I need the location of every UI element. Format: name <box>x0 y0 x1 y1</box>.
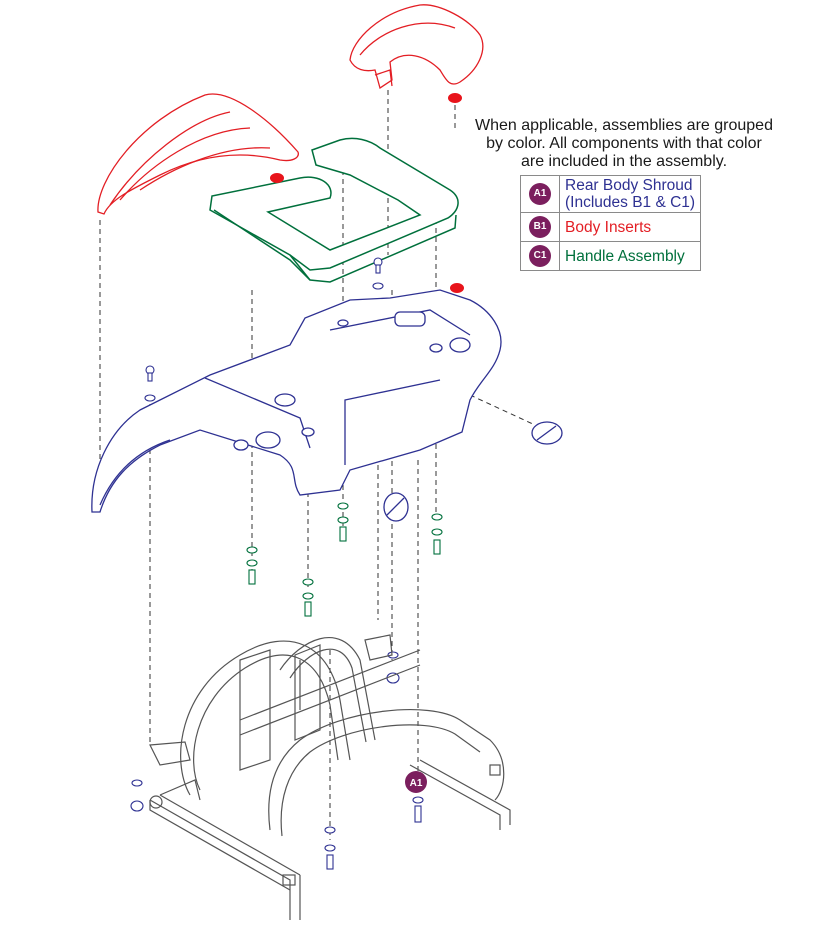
legend-label-line: (Includes B1 & C1) <box>565 194 696 211</box>
legend-badge-cell: B1 <box>520 212 560 242</box>
note-line: When applicable, assemblies are grouped <box>475 117 773 134</box>
shroud-fasteners <box>130 257 424 870</box>
assembly-legend: A1 Rear Body Shroud (Includes B1 & C1) B… <box>520 175 702 271</box>
legend-badge-c1: C1 <box>529 245 551 267</box>
seat-frame <box>149 634 511 920</box>
a1-callout-label: A1 <box>410 778 423 789</box>
note-line: are included in the assembly. <box>520 153 728 170</box>
handle-assembly <box>209 137 459 283</box>
legend-badge-cell: A1 <box>520 175 560 213</box>
color-grouping-note: When applicable, assemblies are grouped … <box>448 117 800 171</box>
legend-row-b1: B1 Body Inserts <box>520 212 702 242</box>
legend-label-line: Handle Assembly <box>565 247 685 265</box>
legend-label-a1: Rear Body Shroud (Includes B1 & C1) <box>558 175 702 213</box>
body-insert-left <box>97 93 299 215</box>
legend-label-line: Rear Body Shroud <box>565 177 693 194</box>
legend-badge-a1: A1 <box>529 183 551 205</box>
legend-row-c1: C1 Handle Assembly <box>520 241 702 271</box>
legend-row-a1: A1 Rear Body Shroud (Includes B1 & C1) <box>520 175 702 213</box>
legend-label-b1: Body Inserts <box>558 212 702 242</box>
handle-fasteners <box>246 502 443 617</box>
legend-badge-cell: C1 <box>520 241 560 271</box>
rear-body-shroud <box>91 289 502 513</box>
a1-callout-badge: A1 <box>405 771 427 793</box>
legend-badge-b1: B1 <box>529 216 551 238</box>
body-insert-right <box>349 4 484 90</box>
legend-label-line: Body Inserts <box>565 218 652 236</box>
shroud-caps <box>383 421 563 522</box>
legend-label-c1: Handle Assembly <box>558 241 702 271</box>
note-line: by color. All components with that color <box>486 135 762 152</box>
